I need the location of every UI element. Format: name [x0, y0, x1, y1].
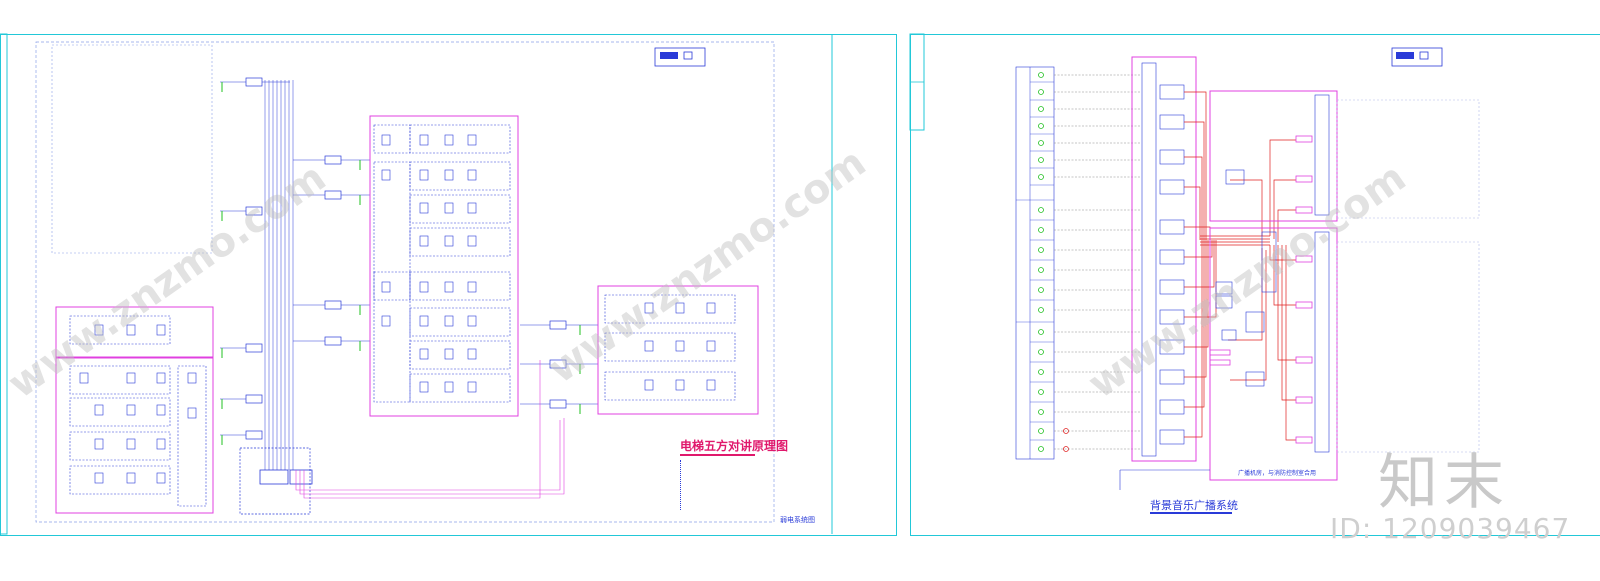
left-lift-group-a-rows	[373, 124, 511, 403]
left-outer-dashed-border	[35, 41, 775, 523]
right-drawing-sheet	[910, 34, 1600, 536]
asset-id: ID: 1209039467	[1330, 512, 1571, 545]
magenta-mini-modules	[1209, 135, 1313, 444]
brand-logo: 知末	[1378, 448, 1510, 518]
left-lift-group-a-devices	[381, 134, 477, 393]
amplifier-units	[1215, 169, 1277, 387]
left-lift-group-block-c	[55, 357, 214, 514]
left-drawing-sheet	[0, 34, 897, 536]
left-title-strip	[0, 33, 8, 535]
riser-zone-modules	[1159, 84, 1185, 445]
right-diagram-title: 背景音乐广播系统	[1150, 499, 1238, 512]
left-lift-group-bc-rows	[69, 315, 207, 507]
left-footer-label: 弱电系统图	[780, 516, 815, 524]
red-wiring-harness	[1184, 91, 1296, 441]
left-trunk-to-right-block	[295, 360, 565, 499]
left-notes-block	[680, 460, 821, 510]
left-lift-group-block-a	[369, 115, 519, 417]
left-main-controller	[239, 447, 311, 515]
left-lift-group-block-b	[55, 306, 214, 358]
speaker-feed-lines	[1054, 74, 1140, 450]
speaker-red-dots	[1063, 428, 1069, 452]
broadcast-room-label: 广播机房，与消防控制室合用	[1238, 470, 1317, 477]
legend-device-icon-right	[1391, 47, 1443, 67]
left-bus-bundle	[264, 80, 294, 470]
left-green-ground-marks	[221, 82, 581, 445]
legend-device-icon-left	[654, 47, 706, 67]
left-feeder-lines	[220, 81, 598, 436]
left-lift-group-block-d	[597, 285, 759, 415]
left-diagram-title: 电梯五方对讲原理图	[680, 439, 789, 453]
left-lift-group-bc-devices	[79, 324, 197, 484]
left-floor-note-box	[51, 44, 213, 254]
speaker-green-dots	[1038, 72, 1044, 452]
floor-list-column	[1015, 66, 1055, 460]
broadcast-upper-zone	[1209, 90, 1338, 222]
floor-list-rows	[1016, 81, 1054, 441]
riser-column	[1131, 56, 1197, 462]
